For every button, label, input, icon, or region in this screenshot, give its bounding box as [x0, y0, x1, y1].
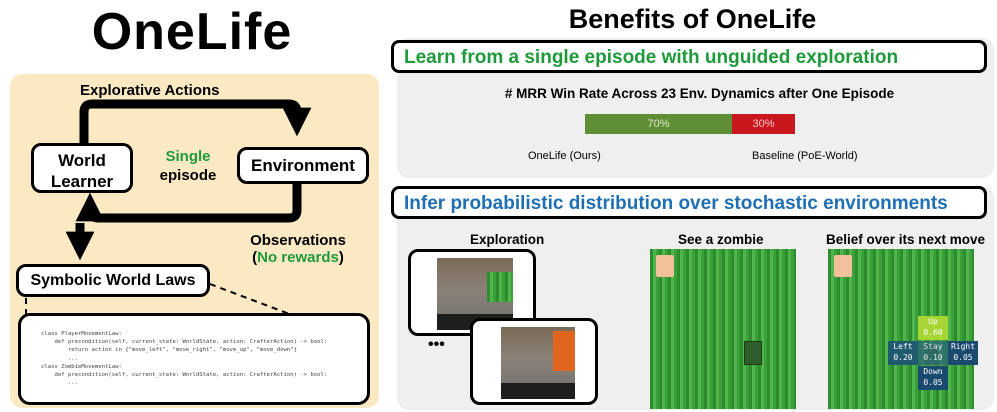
code-line: class PlayerMovementLaw:	[41, 331, 122, 337]
player-icon	[834, 255, 852, 277]
onelife-legend: OneLife (Ours)	[528, 150, 601, 162]
code-line: def precondition(self, current_state: Wo…	[41, 372, 328, 379]
observations-text: Observations	[250, 232, 346, 249]
callout-dash	[209, 283, 301, 319]
world-learner-line1: World	[58, 151, 106, 170]
baseline-legend: Baseline (PoE-World)	[752, 150, 858, 162]
episode-text: episode	[159, 167, 217, 184]
belief-label: Belief over its next move	[826, 232, 986, 247]
belief-scene	[828, 249, 974, 409]
code-line: class ZombieMovementLaw:	[41, 363, 122, 370]
benefits-title: Benefits of OneLife	[568, 4, 817, 34]
ellipsis: •••	[428, 336, 445, 353]
code-line: return action in {"move_left", "move_rig…	[41, 347, 297, 354]
zombie-icon	[744, 341, 762, 365]
see-zombie-label: See a zombie	[678, 232, 764, 247]
exploration-label: Exploration	[470, 232, 545, 247]
explorative-actions-arrow	[79, 99, 312, 143]
explorative-actions-label: Explorative Actions	[80, 82, 220, 99]
onelife-bar: 70%	[585, 114, 732, 134]
environment-node: Environment	[237, 147, 369, 184]
observations-label: Observations (No rewards)	[218, 232, 378, 266]
baseline-bar: 30%	[732, 114, 795, 134]
player-icon	[656, 255, 674, 277]
zombie-scene	[650, 249, 796, 409]
symbolic-world-laws-node: Symbolic World Laws	[16, 264, 210, 297]
single-episode-banner: Learn from a single episode with unguide…	[391, 40, 987, 73]
stochastic-banner: Infer probabilistic distribution over st…	[391, 186, 987, 219]
code-line: ...	[41, 380, 79, 387]
exploration-frame-2	[470, 318, 598, 405]
code-line: ...	[41, 355, 79, 362]
code-snippet: class PlayerMovementLaw: def preconditio…	[18, 313, 370, 405]
single-text: Single	[165, 148, 211, 165]
observations-arrow	[75, 184, 302, 223]
win-rate-bar: 70% 30%	[585, 114, 795, 134]
single-episode-label: Single episode	[148, 147, 228, 185]
code-line: def precondition(self, current_state: Wo…	[41, 339, 328, 346]
world-learner-line2: Learner	[50, 172, 114, 191]
chart-title: # MRR Win Rate Across 23 Env. Dynamics a…	[504, 86, 895, 101]
world-learner-node: World Learner	[31, 143, 133, 193]
page-title: OneLife	[91, 3, 293, 61]
crafter-screenshot	[501, 327, 575, 399]
no-rewards-text: No rewards	[257, 249, 339, 266]
